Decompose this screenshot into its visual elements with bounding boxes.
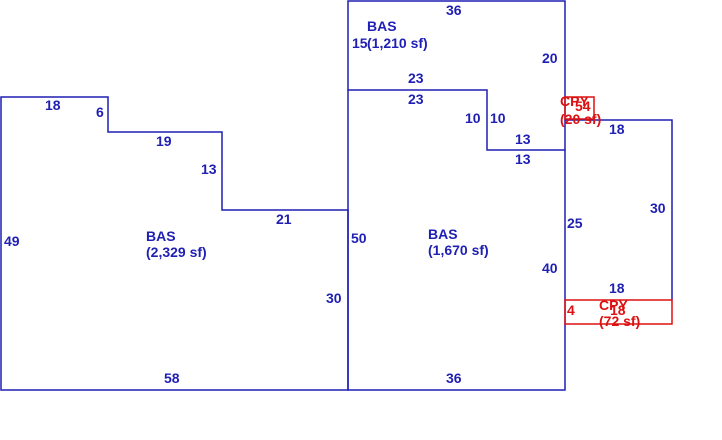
area-code: CPY (560, 93, 589, 109)
dim-mid-bottom: 36 (446, 370, 462, 386)
dim-mid-step1-inner: 10 (490, 110, 506, 126)
dim-left-bottom: 58 (164, 370, 180, 386)
dim-cpy1-side: 54 (575, 98, 591, 114)
area-size: (1,670 sf) (428, 242, 489, 258)
dim-left-step4: 21 (276, 211, 292, 227)
area-size: (1,210 sf) (367, 35, 428, 51)
cpy-small-outline (564, 96, 595, 120)
area-code: BAS (146, 228, 176, 244)
area-size: (2,329 sf) (146, 244, 207, 260)
bas-left-outline (0, 96, 349, 391)
area-label-upper: BAS (367, 18, 397, 34)
dim-left-side: 49 (4, 233, 20, 249)
dim-left-step3: 13 (201, 161, 217, 177)
cpy-lower-outline (564, 299, 673, 325)
dim-left-step1: 6 (96, 104, 104, 120)
dim-mid-step2-inner: 13 (515, 151, 531, 167)
dim-right-bottom: 18 (609, 280, 625, 296)
dim-upper-right: 20 (542, 50, 558, 66)
area-size: (72 sf) (599, 313, 641, 329)
area-label-cpy-small: CPY (20 sf) (560, 93, 601, 127)
bas-upper-outline (347, 0, 566, 150)
dim-mid-right-lower: 40 (542, 260, 558, 276)
bas-right-wing-outline (565, 119, 673, 300)
area-label-cpy-lower: CPY (72 sf) (599, 297, 640, 329)
dim-left-inner: 30 (326, 290, 342, 306)
dim-cpy2-inner: 18 (610, 302, 626, 318)
dim-mid-left: 50 (351, 230, 367, 246)
dim-upper-top: 36 (446, 2, 462, 18)
dim-cpy2-left: 4 (567, 302, 575, 318)
dim-left-step2: 19 (156, 133, 172, 149)
dim-mid-step1: 10 (465, 110, 481, 126)
dim-right-side: 30 (650, 200, 666, 216)
area-label-upper-size: (1,210 sf) (367, 35, 428, 51)
area-code: CPY (599, 297, 628, 313)
dim-mid-step2: 13 (515, 131, 531, 147)
area-label-left: BAS (2,329 sf) (146, 228, 207, 260)
dim-mid-right: 25 (567, 215, 583, 231)
dim-upper-left: 15 (352, 35, 368, 51)
area-label-middle: BAS (1,670 sf) (428, 226, 489, 258)
dim-upper-bottom: 23 (408, 70, 424, 86)
area-code: BAS (367, 18, 397, 34)
dim-left-top: 18 (45, 97, 61, 113)
area-code: BAS (428, 226, 458, 242)
area-size: (20 sf) (560, 111, 602, 127)
dim-mid-top: 23 (408, 91, 424, 107)
dim-right-top: 18 (609, 121, 625, 137)
